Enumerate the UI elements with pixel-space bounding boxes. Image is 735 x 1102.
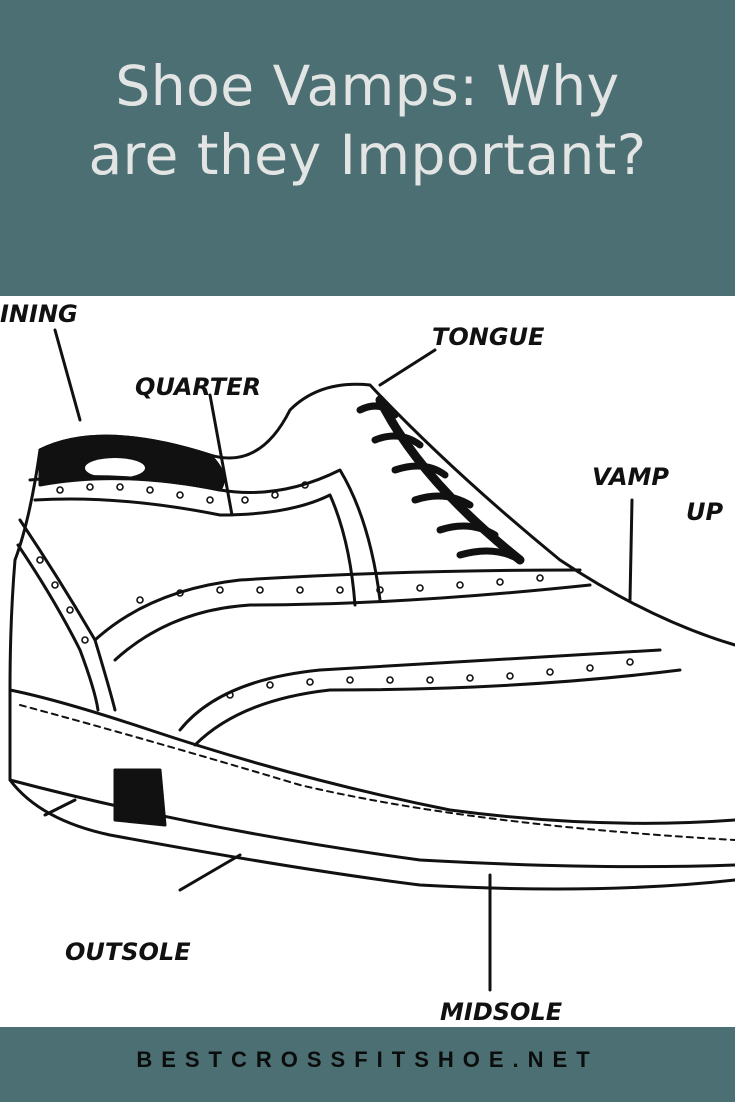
label-quarter: QUARTER [135, 373, 261, 401]
midsole-shape [8, 688, 735, 825]
label-outsole: OUTSOLE [65, 938, 191, 966]
page-title: Shoe Vamps: Why are they Important? [0, 52, 735, 190]
label-vamp: VAMP [592, 463, 669, 491]
heel-shape [113, 768, 167, 827]
footer-banner: BESTCROSSFITSHOE.NET [0, 1027, 735, 1102]
title-line-1: Shoe Vamps: Why [115, 54, 620, 118]
label-tongue: TONGUE [432, 323, 545, 351]
shoe-illustration: INING QUARTER TONGUE VAMP UP OUTSOLE MID… [0, 300, 735, 1026]
label-midsole: MIDSOLE [440, 998, 563, 1026]
shoe-diagram: INING QUARTER TONGUE VAMP UP OUTSOLE MID… [0, 296, 735, 1027]
title-line-2: are they Important? [88, 123, 647, 187]
outsole-shape [8, 688, 735, 891]
label-lining: INING [0, 300, 78, 328]
upper-shape [8, 448, 42, 692]
site-url: BESTCROSSFITSHOE.NET [136, 1047, 599, 1072]
title-banner: Shoe Vamps: Why are they Important? [0, 0, 735, 296]
label-upper: UP [686, 498, 723, 526]
